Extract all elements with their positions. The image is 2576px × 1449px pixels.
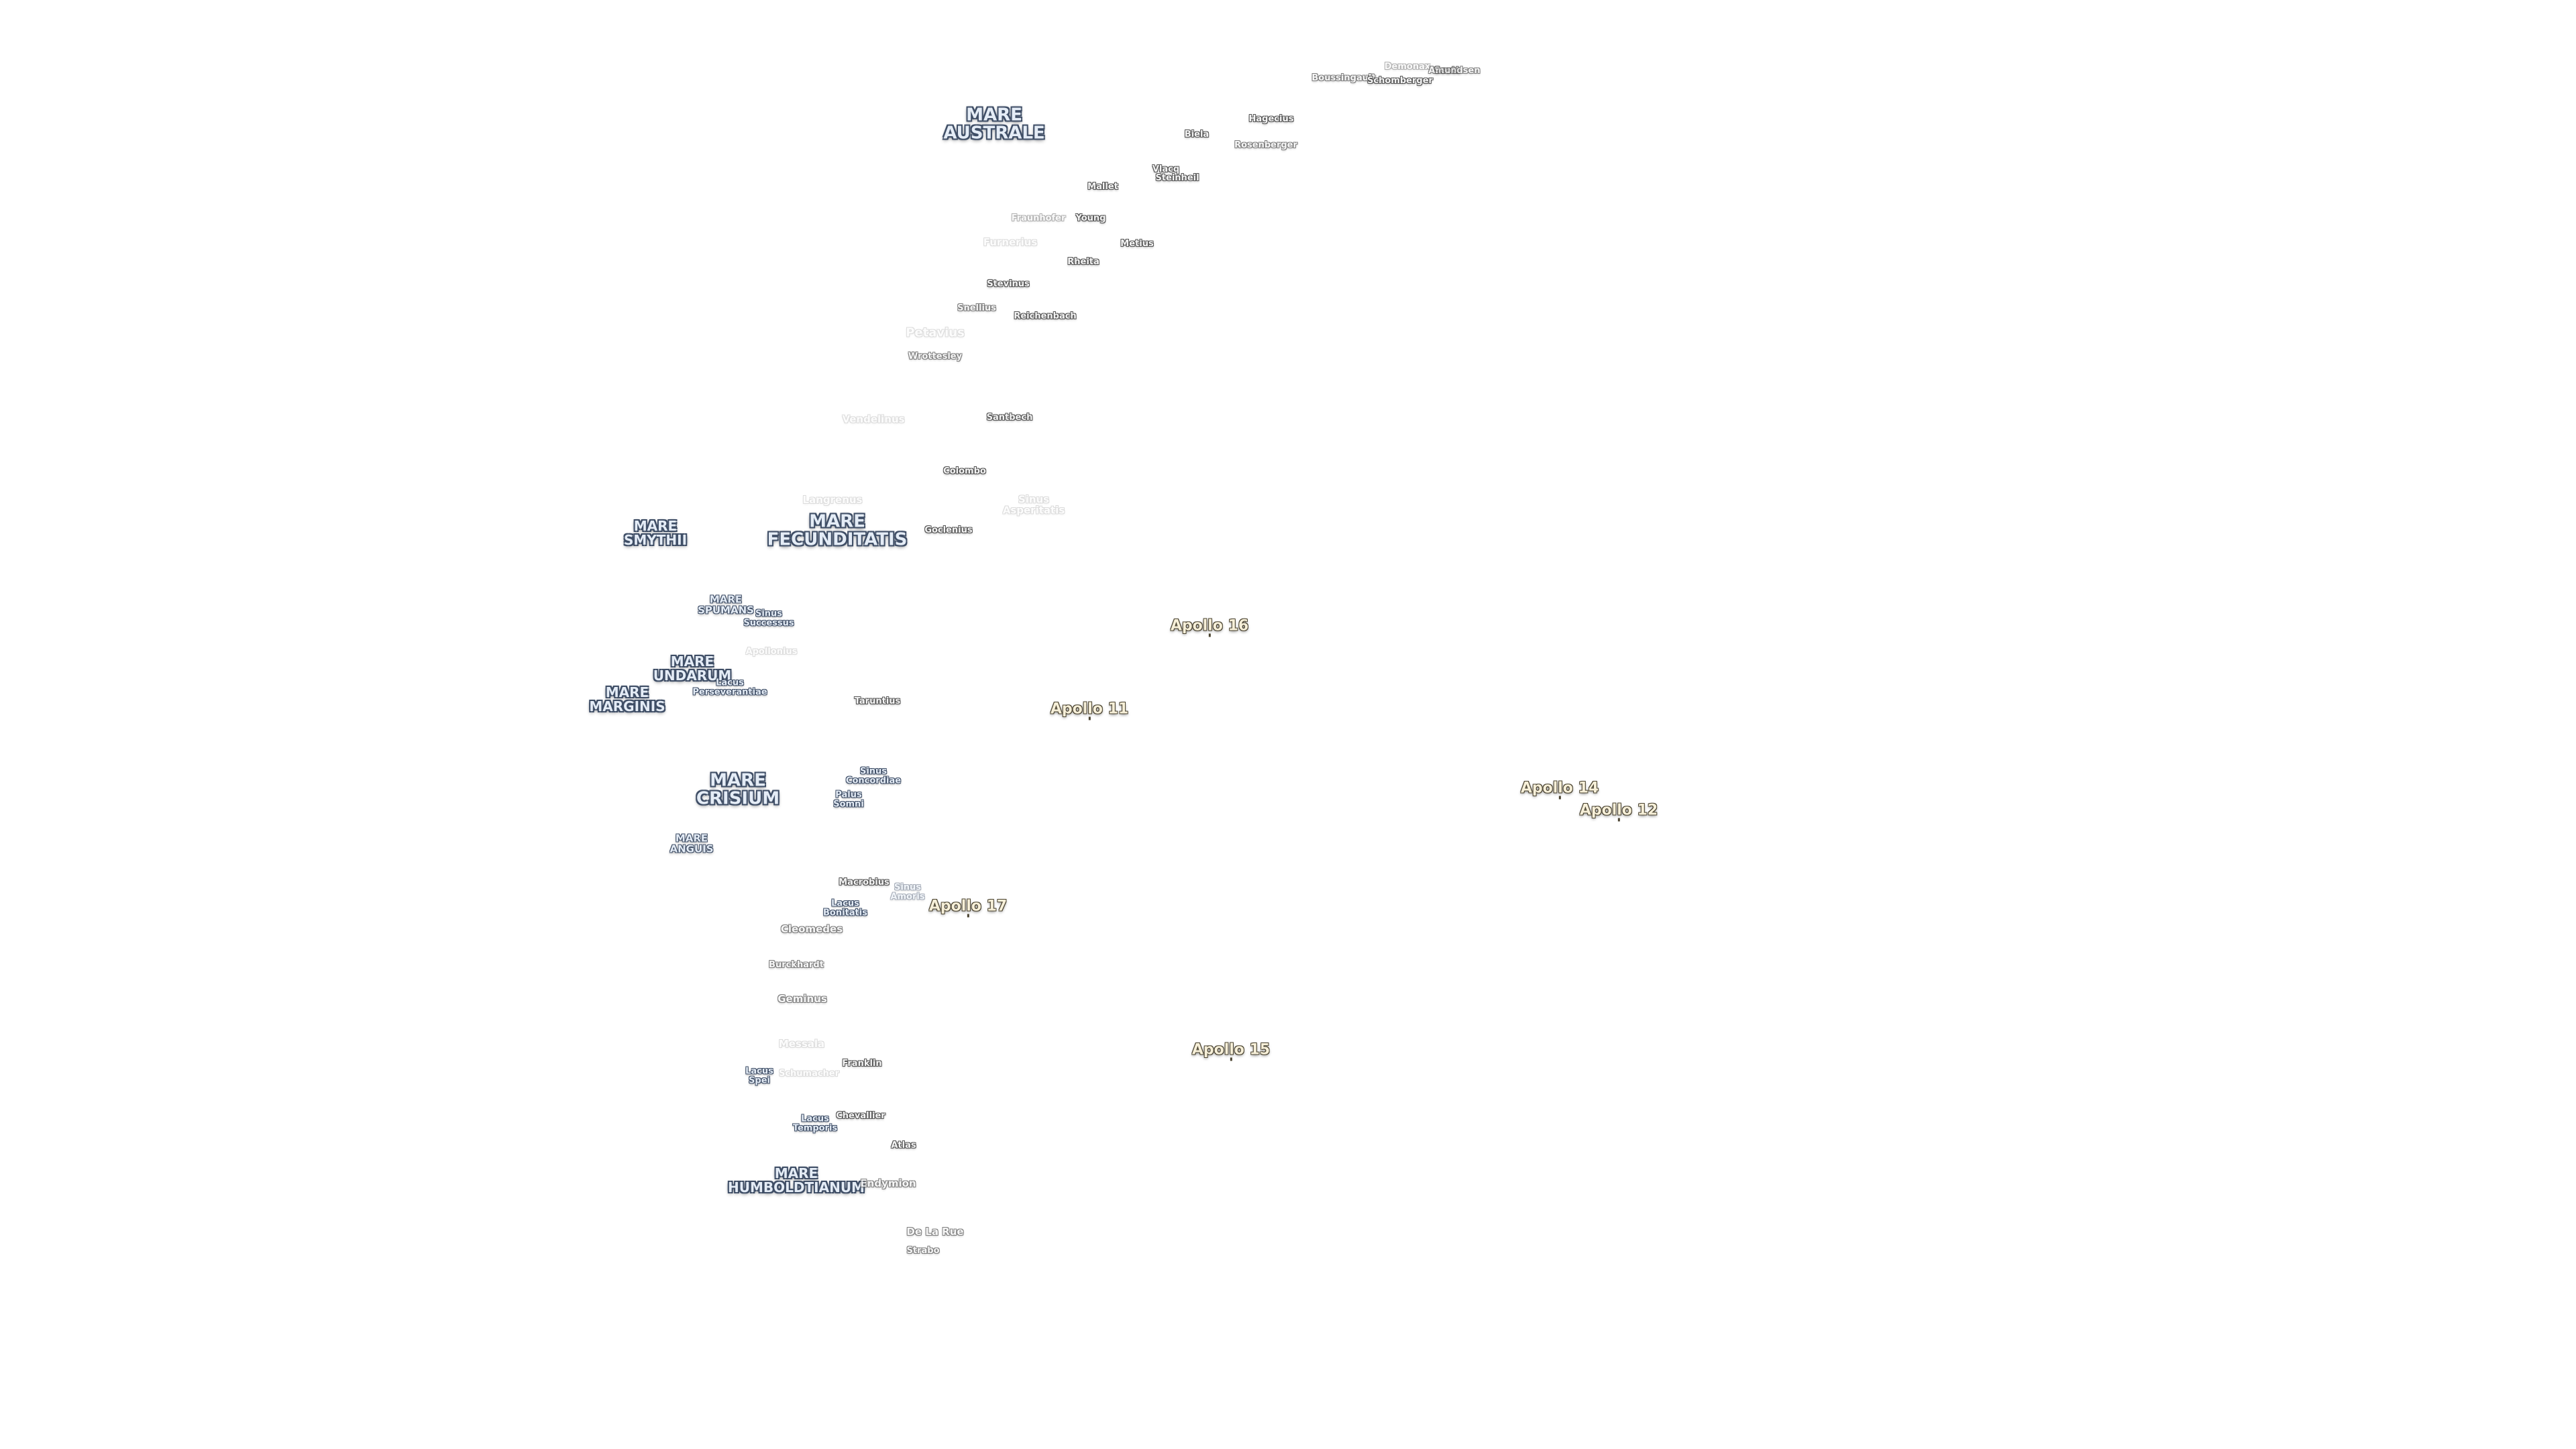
apollo-14-label[interactable]: Apollo 14 — [1520, 780, 1599, 800]
rheita-label[interactable]: Rheita — [1067, 257, 1099, 268]
apollo-16-label[interactable]: Apollo 16 — [1170, 617, 1249, 637]
apollonius-label[interactable]: Apollonius — [745, 647, 798, 657]
reichenbach-label[interactable]: Reichenbach — [1014, 311, 1077, 322]
macrobius-label[interactable]: Macrobius — [839, 877, 890, 888]
biela-label[interactable]: Biela — [1184, 129, 1210, 140]
apollo-11-label[interactable]: Apollo 11 — [1050, 700, 1129, 720]
hagecius-label[interactable]: Hagecius — [1248, 114, 1294, 125]
vlacq-label[interactable]: Vlacq — [1152, 164, 1180, 175]
langrenus-label[interactable]: Langrenus — [802, 494, 863, 506]
wrottesley-label[interactable]: Wrottesley — [908, 352, 963, 362]
goclenius-label[interactable]: Goclenius — [924, 525, 973, 536]
endymion-label[interactable]: Endymion — [860, 1177, 916, 1190]
snellius-label[interactable]: Snellius — [957, 303, 996, 314]
fraunhofer-label[interactable]: Fraunhofer — [1011, 213, 1066, 224]
taruntius-label[interactable]: Taruntius — [854, 696, 901, 707]
metius-label[interactable]: Metius — [1120, 239, 1154, 250]
geminus-label[interactable]: Geminus — [777, 993, 827, 1006]
burckhardt-label[interactable]: Burckhardt — [769, 960, 824, 971]
young-label[interactable]: Young — [1075, 213, 1106, 224]
steinheil-label[interactable]: Steinheil — [1155, 173, 1199, 184]
de-la-rue-label[interactable]: De La Rue — [906, 1226, 964, 1238]
schumacher-label[interactable]: Schumacher — [778, 1069, 840, 1079]
mallet-label[interactable]: Mallet — [1087, 182, 1118, 193]
rosenberger-label[interactable]: Rosenberger — [1234, 140, 1297, 151]
apollo-12-label[interactable]: Apollo 12 — [1579, 802, 1658, 822]
vendelinus-label[interactable]: Vendelinus — [842, 413, 905, 426]
scott-label[interactable]: Scott — [1434, 66, 1460, 76]
demonax-label[interactable]: Demonax — [1384, 62, 1431, 72]
atlas-label[interactable]: Atlas — [891, 1140, 916, 1151]
apollo-15-label[interactable]: Apollo 15 — [1191, 1041, 1271, 1061]
schomberger-label[interactable]: Schomberger — [1367, 76, 1433, 87]
santbech-label[interactable]: Santbech — [986, 413, 1033, 423]
furnerius-label[interactable]: Furnerius — [983, 236, 1038, 249]
boussingault-label[interactable]: Boussingault — [1311, 73, 1376, 84]
strabo-label[interactable]: Strabo — [906, 1246, 940, 1256]
amundsen-label[interactable]: Amundsen — [1428, 66, 1481, 76]
messala-label[interactable]: Messala — [778, 1038, 825, 1051]
cleomedes-label[interactable]: Cleomedes — [780, 923, 843, 936]
apollo-17-label[interactable]: Apollo 17 — [928, 898, 1008, 918]
colombo-label[interactable]: Colombo — [943, 466, 986, 477]
petavius-label[interactable]: Petavius — [906, 325, 965, 340]
chevallier-label[interactable]: Chevallier — [836, 1111, 885, 1122]
franklin-label[interactable]: Franklin — [842, 1059, 882, 1069]
stevinus-label[interactable]: Stevinus — [987, 279, 1030, 290]
